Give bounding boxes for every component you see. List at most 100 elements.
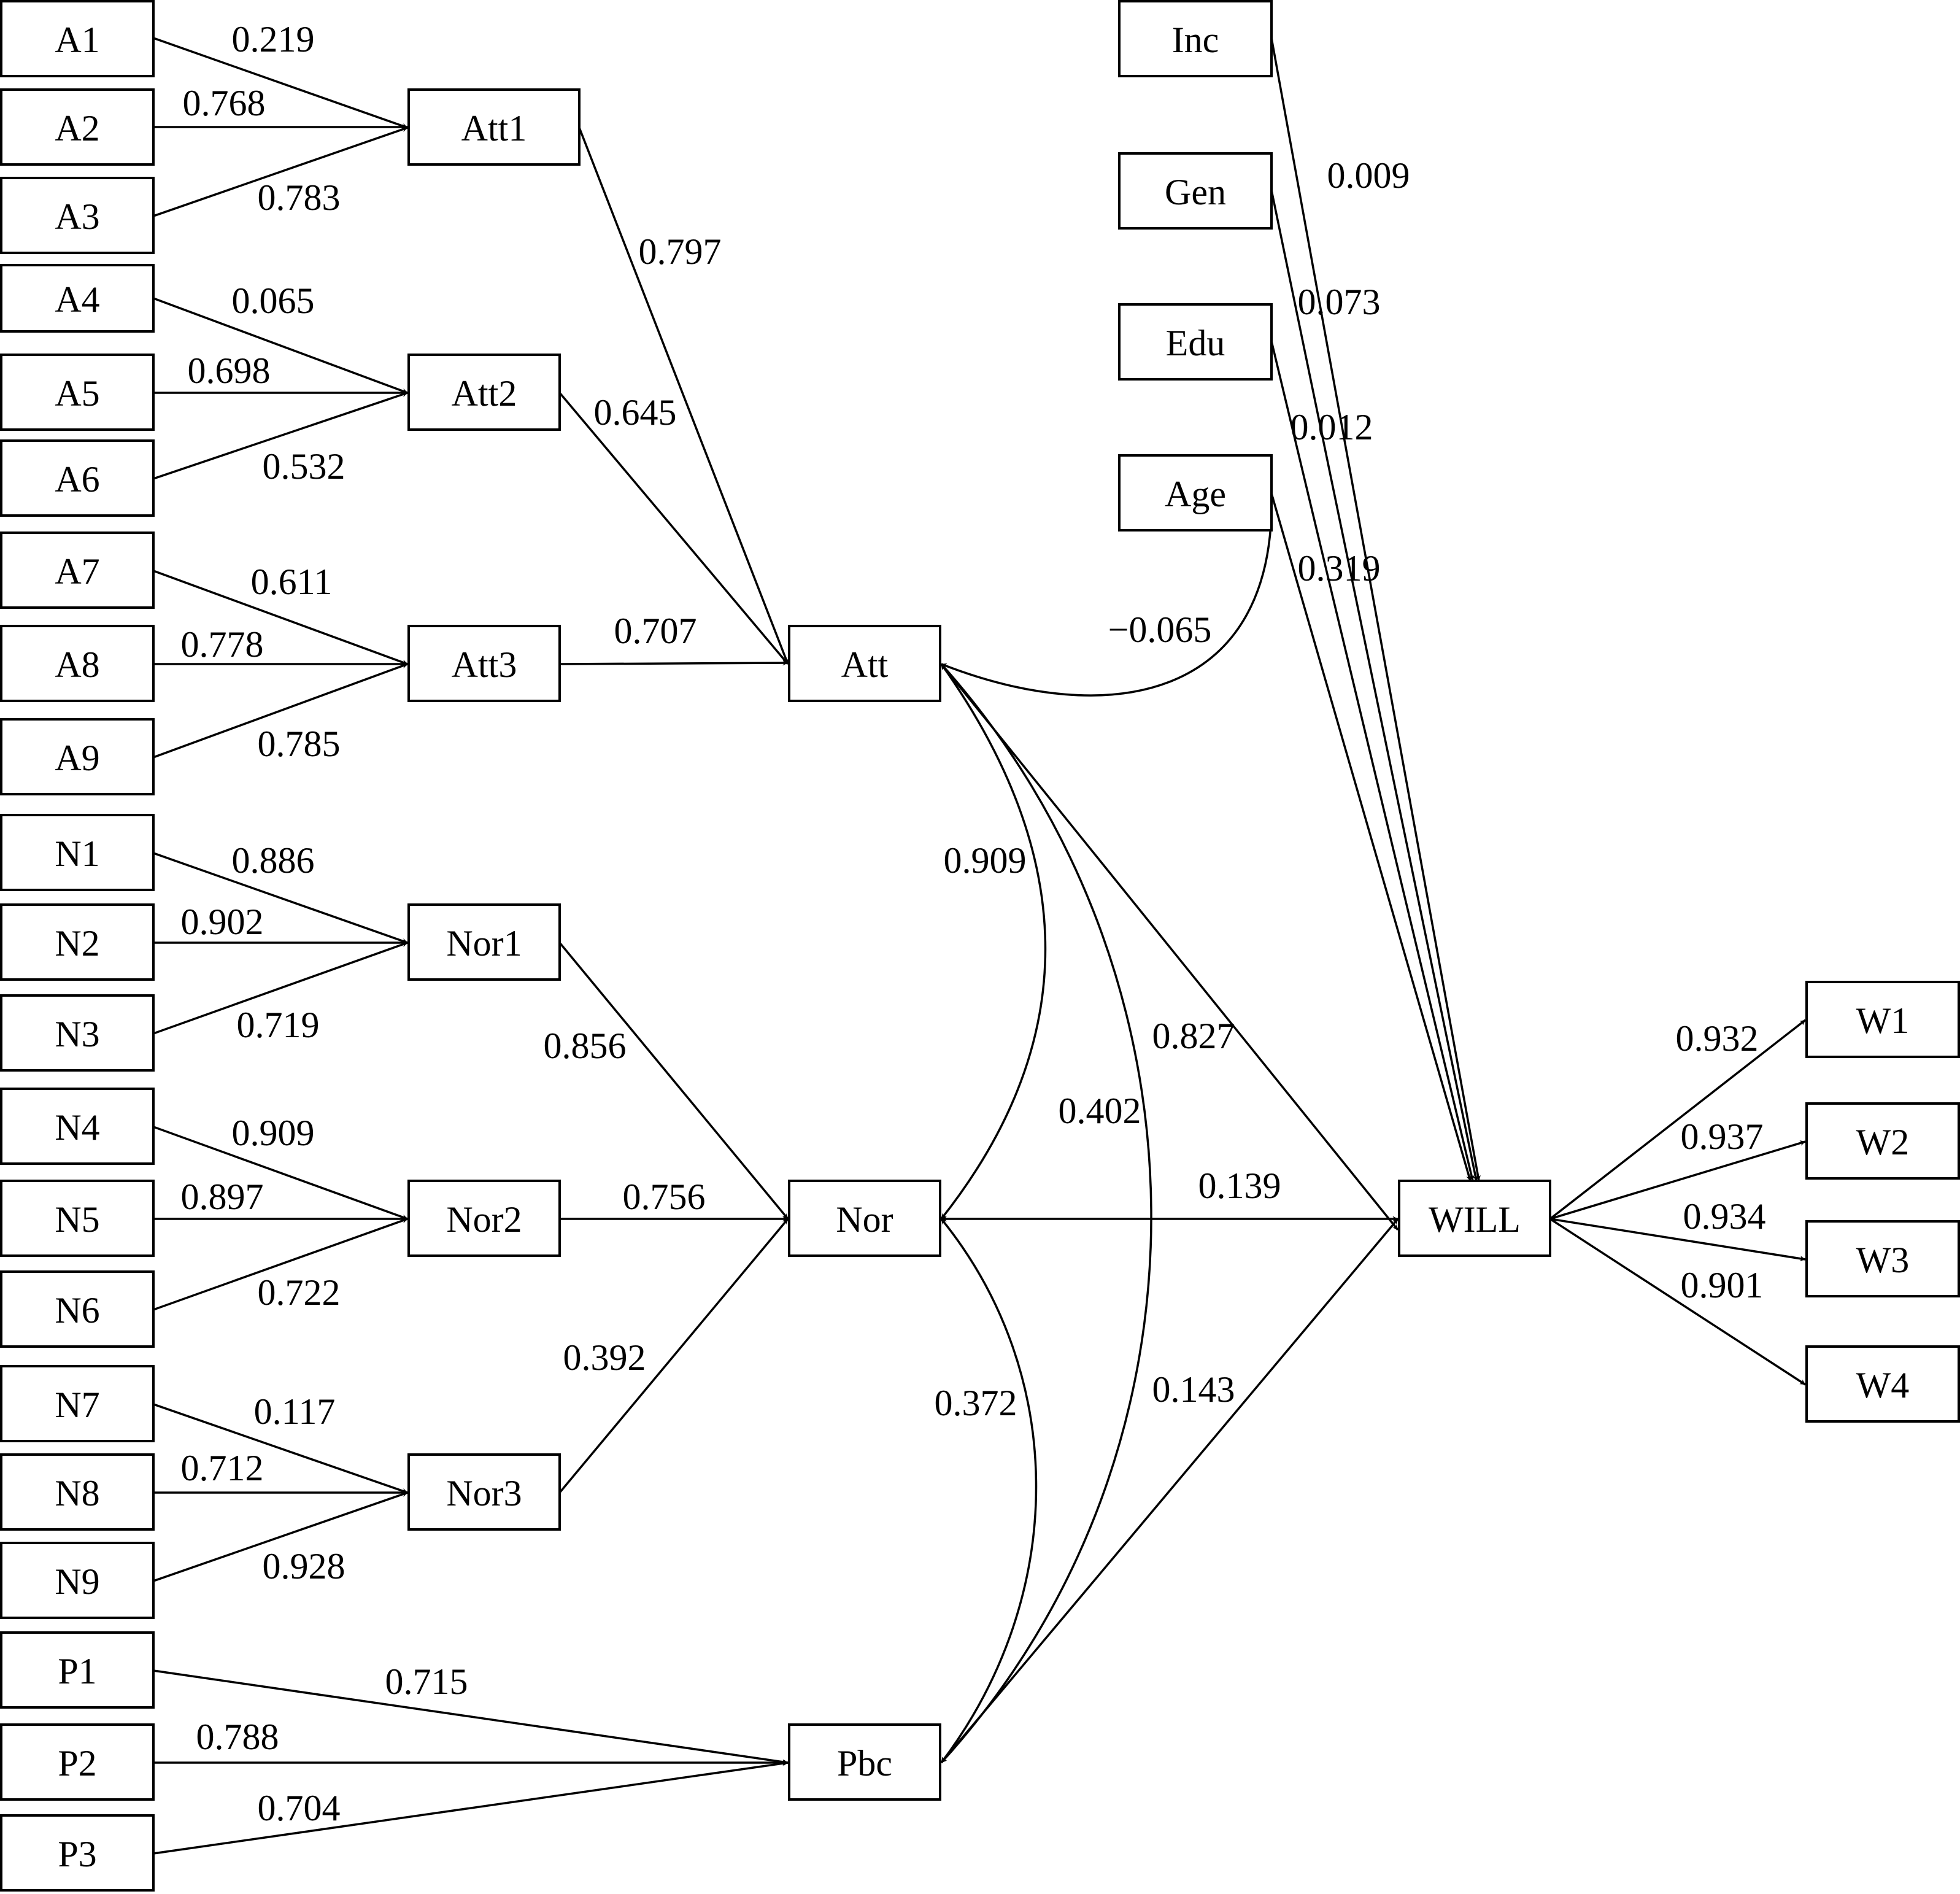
labels-layer: 0.2190.7680.7830.0650.6980.5320.6110.778…	[181, 19, 1766, 1828]
edge-label-will-to-w3: 0.934	[1683, 1196, 1766, 1237]
node-label: Att2	[452, 373, 517, 414]
edge-label-a3-to-att1: 0.783	[258, 177, 341, 218]
edge-label-n1-to-nor1: 0.886	[232, 840, 315, 881]
edge-label-nor-to-will: 0.139	[1198, 1165, 1281, 1206]
node-box	[407, 1453, 561, 1531]
node-label: A8	[55, 644, 99, 685]
edge-label-nor2-to-nor: 0.756	[623, 1177, 706, 1217]
edge-a3-to-att1	[153, 126, 408, 217]
node-nor3: Nor3	[407, 1453, 561, 1531]
node-box	[0, 1631, 155, 1709]
node-box	[0, 903, 155, 981]
edge-label-p2-to-pbc: 0.788	[196, 1717, 279, 1757]
node-label: N1	[55, 833, 99, 874]
node-box	[407, 903, 561, 981]
node-box	[0, 1365, 155, 1442]
node-label: Nor3	[446, 1473, 522, 1513]
edge-n6-to-nor2	[153, 1218, 408, 1311]
node-label: A7	[55, 551, 99, 592]
edge-label-n4-to-nor2: 0.909	[232, 1113, 315, 1153]
node-n5: N5	[0, 1180, 155, 1257]
edge-will-to-w2	[1549, 1140, 1806, 1220]
node-p2: P2	[0, 1723, 155, 1801]
node-p3: P3	[0, 1814, 155, 1892]
node-a4: A4	[0, 264, 155, 333]
node-box	[0, 625, 155, 702]
node-box	[0, 1453, 155, 1531]
node-label: N4	[55, 1107, 99, 1148]
node-p1: P1	[0, 1631, 155, 1709]
edge-label-will-to-w2: 0.937	[1681, 1116, 1764, 1157]
edge-label-att3-to-att: 0.707	[614, 611, 697, 651]
edge-n3-to-nor1	[153, 941, 408, 1035]
edge-label-att1-to-att: 0.797	[639, 231, 722, 272]
edge-a9-to-att3	[153, 663, 408, 759]
edge-label-gen-to-will: 0.073	[1298, 282, 1381, 322]
edge-label-nor-to-pbc: 0.372	[935, 1383, 1017, 1423]
node-w3: W3	[1805, 1220, 1960, 1297]
node-a8: A8	[0, 625, 155, 702]
node-box	[788, 1723, 941, 1801]
edge-label-n7-to-nor3: 0.117	[254, 1391, 336, 1432]
edge-a4-to-att2	[153, 297, 408, 394]
node-label: Nor	[836, 1199, 893, 1240]
node-label: Nor1	[446, 923, 522, 964]
node-box	[0, 814, 155, 891]
node-label: A1	[55, 20, 99, 60]
node-box	[0, 1723, 155, 1801]
node-box	[1118, 454, 1273, 531]
node-box	[1805, 981, 1960, 1058]
edge-label-att-to-age: −0.065	[1108, 609, 1212, 650]
node-edu: Edu	[1118, 303, 1273, 381]
node-box	[0, 1542, 155, 1619]
node-label: Nor2	[446, 1199, 522, 1240]
node-n7: N7	[0, 1365, 155, 1442]
node-nor1: Nor1	[407, 903, 561, 981]
node-a2: A2	[0, 88, 155, 166]
edge-att-to-pbc	[940, 663, 1152, 1764]
edge-a1-to-att1	[153, 37, 408, 129]
node-label: W3	[1856, 1240, 1910, 1280]
node-box	[0, 531, 155, 609]
edge-att1-to-att	[578, 127, 789, 665]
edge-att3-to-att	[559, 660, 789, 666]
edge-label-a2-to-att1: 0.768	[183, 83, 266, 123]
edge-label-nor3-to-nor: 0.392	[563, 1337, 646, 1378]
edge-att-to-will	[940, 663, 1399, 1231]
node-box	[1805, 1102, 1960, 1180]
edge-a7-to-att3	[153, 570, 408, 665]
edge-will-to-w3	[1549, 1218, 1806, 1262]
node-label: Pbc	[837, 1743, 892, 1784]
node-inc: Inc	[1118, 0, 1273, 77]
edge-gen-to-will	[1270, 190, 1478, 1181]
node-pbc: Pbc	[788, 1723, 941, 1801]
node-box	[1118, 303, 1273, 381]
edge-n4-to-nor2	[153, 1126, 408, 1220]
node-w2: W2	[1805, 1102, 1960, 1180]
edge-label-a1-to-att1: 0.219	[232, 19, 315, 60]
node-label: N3	[55, 1014, 99, 1054]
node-label: Att	[841, 644, 889, 685]
edge-label-p3-to-pbc: 0.704	[258, 1788, 341, 1828]
node-box	[0, 1814, 155, 1892]
node-label: Age	[1165, 474, 1226, 514]
node-box	[1118, 152, 1273, 230]
edge-label-n9-to-nor3: 0.928	[263, 1546, 345, 1587]
edge-label-n6-to-nor2: 0.722	[258, 1272, 341, 1313]
node-will: WILL	[1398, 1180, 1551, 1257]
node-label: N7	[55, 1385, 99, 1425]
node-box	[0, 1088, 155, 1165]
edge-n7-to-nor3	[153, 1403, 408, 1494]
node-a7: A7	[0, 531, 155, 609]
node-box	[0, 0, 155, 77]
edge-will-to-w4	[1549, 1218, 1806, 1386]
node-box	[407, 1180, 561, 1257]
node-label: Gen	[1165, 172, 1226, 212]
node-a5: A5	[0, 354, 155, 431]
edge-label-a9-to-att3: 0.785	[258, 724, 341, 764]
edge-nor3-to-nor	[558, 1218, 789, 1494]
node-box	[0, 1180, 155, 1257]
edge-att-to-nor	[940, 663, 1047, 1220]
